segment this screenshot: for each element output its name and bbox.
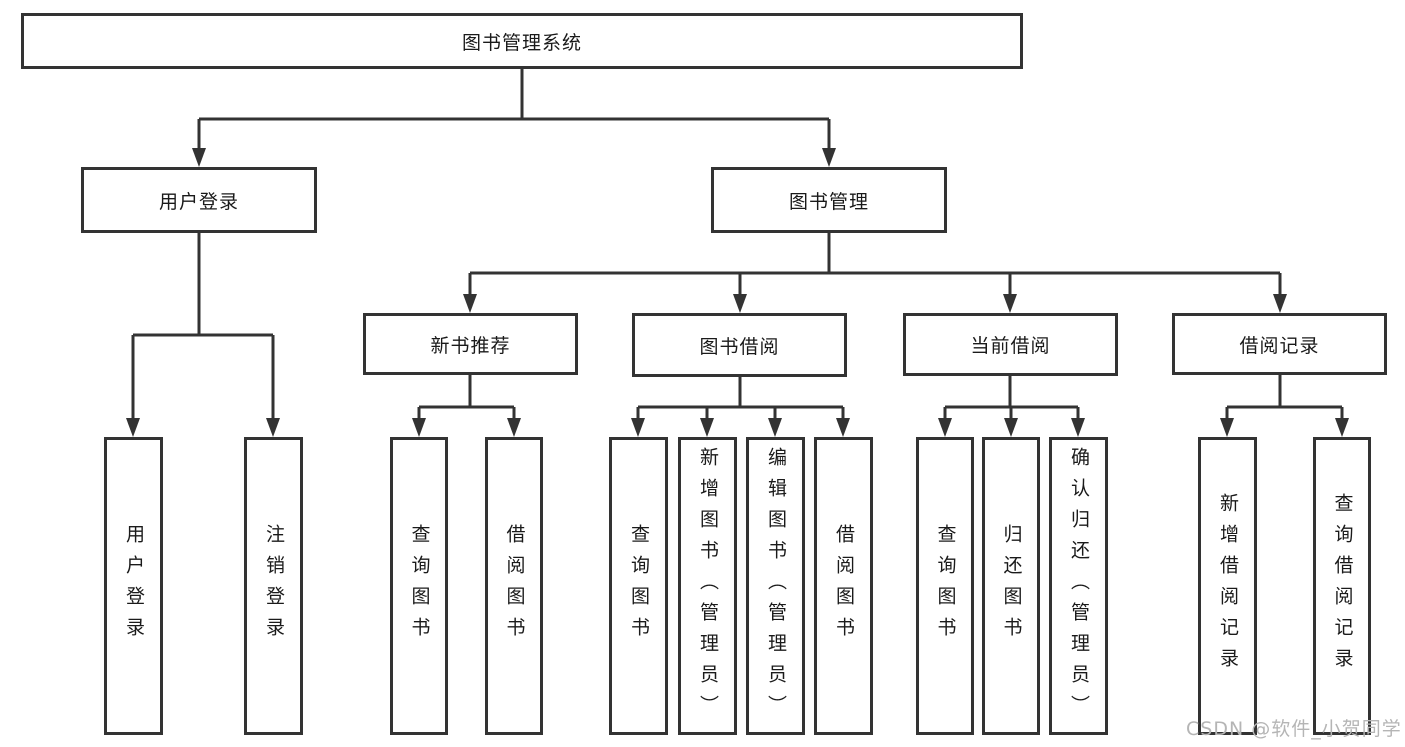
leaf-cb-query-book: 查询图书 xyxy=(916,437,974,735)
leaf-bb-edit-book: 编辑图书（管理员） xyxy=(746,437,805,735)
leaf-bb-edit-book-label: 编辑图书（管理员） xyxy=(765,446,787,726)
leaf-bb-query-book: 查询图书 xyxy=(609,437,668,735)
leaf-br-query-record: 查询借阅记录 xyxy=(1313,437,1371,735)
leaf-rec-borrow-book: 借阅图书 xyxy=(485,437,543,735)
connector-root-to-level2 xyxy=(197,69,831,152)
node-book-borrow-label: 图书借阅 xyxy=(699,335,780,358)
leaf-bb-borrow-book-label: 借阅图书 xyxy=(833,524,855,648)
node-book-management-label: 图书管理 xyxy=(788,190,869,213)
leaf-bb-query-book-label: 查询图书 xyxy=(628,524,650,648)
leaf-bb-borrow-book: 借阅图书 xyxy=(814,437,873,735)
leaf-logout: 注销登录 xyxy=(244,437,303,735)
connector-bookborrow-to-leaves xyxy=(636,376,845,422)
leaf-br-add-record-label: 新增借阅记录 xyxy=(1217,493,1239,679)
node-new-book-recommend-label: 新书推荐 xyxy=(430,334,511,357)
node-borrow-records-label: 借阅记录 xyxy=(1239,334,1320,357)
leaf-user-login: 用户登录 xyxy=(104,437,163,735)
connector-currentborrow-to-leaves xyxy=(943,375,1080,422)
leaf-cb-confirm-return-label: 确认归还（管理员） xyxy=(1068,446,1090,726)
node-current-borrow: 当前借阅 xyxy=(903,313,1118,376)
leaf-rec-query-book-label: 查询图书 xyxy=(408,524,431,648)
leaf-br-query-record-label: 查询借阅记录 xyxy=(1331,493,1354,679)
node-root: 图书管理系统 xyxy=(21,13,1023,69)
leaf-rec-borrow-book-label: 借阅图书 xyxy=(503,524,526,648)
leaf-cb-return-book-label: 归还图书 xyxy=(1000,524,1023,648)
leaf-br-add-record: 新增借阅记录 xyxy=(1198,437,1257,735)
leaf-bb-add-book: 新增图书（管理员） xyxy=(678,437,737,735)
connector-borrowrecords-to-leaves xyxy=(1225,375,1344,422)
csdn-watermark: CSDN @软件_小贺同学 xyxy=(1186,718,1402,740)
connector-newbookrec-to-leaves xyxy=(417,374,516,422)
node-user-login: 用户登录 xyxy=(81,167,317,233)
leaf-user-login-label: 用户登录 xyxy=(123,524,145,648)
node-book-borrow: 图书借阅 xyxy=(632,313,847,377)
node-new-book-recommend: 新书推荐 xyxy=(363,313,578,375)
node-root-label: 图书管理系统 xyxy=(461,31,582,54)
leaf-rec-query-book: 查询图书 xyxy=(390,437,448,735)
node-book-management: 图书管理 xyxy=(711,167,947,233)
leaf-logout-label: 注销登录 xyxy=(263,524,285,648)
leaf-bb-add-book-label: 新增图书（管理员） xyxy=(697,446,719,726)
node-current-borrow-label: 当前借阅 xyxy=(970,335,1051,357)
leaf-cb-query-book-label: 查询图书 xyxy=(934,524,957,648)
connector-bookmgmt-to-level3 xyxy=(468,233,1282,298)
connector-userlogin-to-leaves xyxy=(131,233,275,422)
node-borrow-records: 借阅记录 xyxy=(1172,313,1387,375)
leaf-cb-return-book: 归还图书 xyxy=(982,437,1040,735)
leaf-cb-confirm-return: 确认归还（管理员） xyxy=(1049,437,1108,735)
node-user-login-label: 用户登录 xyxy=(158,190,239,213)
